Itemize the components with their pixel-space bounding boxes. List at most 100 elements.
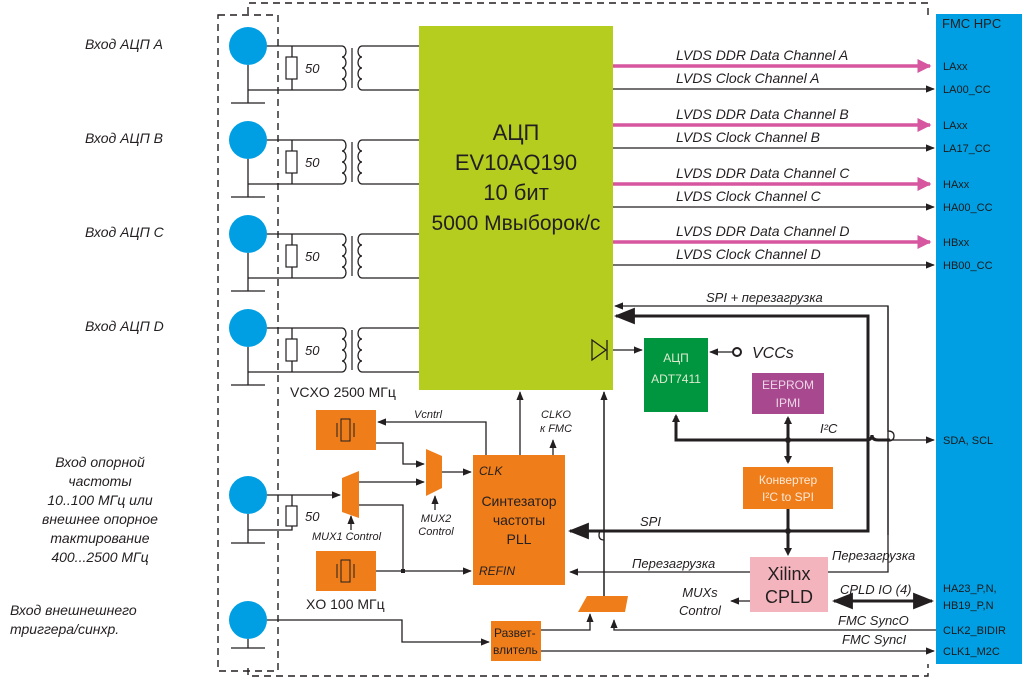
ref-input-connector bbox=[229, 476, 267, 514]
vcxo-to-mux2 bbox=[376, 442, 425, 468]
transformer-secondary-icon bbox=[357, 45, 363, 91]
connector-panel-outline bbox=[217, 14, 279, 672]
eeprom-title: EEPROM bbox=[762, 378, 814, 392]
pll-title: Синтезатор bbox=[481, 493, 556, 509]
pin-ha23: HA23_P,N, bbox=[943, 583, 997, 595]
vccs-label: VCCs bbox=[752, 345, 794, 362]
adc-title: АЦП bbox=[493, 120, 540, 145]
ref-label-line: частоты bbox=[68, 473, 132, 489]
trigger-label-1: Вход внешнешнего bbox=[10, 602, 137, 618]
adt7411-title: АЦП bbox=[663, 351, 689, 365]
lvds-data_b: LVDS DDR Data Channel B LAxx bbox=[613, 106, 968, 132]
channel-label: LVDS DDR Data Channel D bbox=[676, 223, 850, 239]
eeprom-subtitle: IPMI bbox=[776, 396, 801, 410]
fmc-pin-label: HB00_CC bbox=[943, 260, 993, 272]
trigger-label-2: триггера/синхр. bbox=[10, 621, 119, 637]
lvds-data_a: LVDS DDR Data Channel A LAxx bbox=[613, 47, 968, 73]
fmc-synci-label: FMC SyncI bbox=[842, 632, 907, 647]
input-connector bbox=[229, 27, 267, 65]
i2c-label: I²C bbox=[820, 421, 838, 436]
vcntrl-line bbox=[377, 418, 487, 455]
fmc-pin-label: HBxx bbox=[943, 237, 970, 249]
resistor-icon bbox=[285, 150, 298, 174]
vcxo-block bbox=[316, 410, 376, 450]
muxs-label: MUXs bbox=[682, 585, 718, 600]
reload-right-label: Перезагрузка bbox=[832, 548, 915, 563]
trigger-to-splitter bbox=[267, 619, 490, 646]
channel-label: LVDS Clock Channel D bbox=[676, 246, 821, 262]
channel-label: LVDS DDR Data Channel B bbox=[676, 106, 849, 122]
resistor-icon bbox=[285, 244, 298, 268]
vccs-terminal-icon bbox=[732, 347, 742, 357]
pin-clk2-bidir: CLK2_BIDIR bbox=[943, 625, 1006, 637]
resistor-icon bbox=[285, 505, 298, 527]
i2c-bus-hop bbox=[865, 434, 890, 442]
spi-reload-label: SPI + перезагрузка bbox=[706, 290, 823, 305]
adc-input-c: 50 bbox=[229, 215, 419, 292]
muxs-control-label: Control bbox=[679, 603, 722, 618]
lvds-clk_b: LVDS Clock Channel B LA17_CC bbox=[613, 129, 991, 155]
lvds-data_d: LVDS DDR Data Channel D HBxx bbox=[613, 223, 970, 249]
channel-label: LVDS Clock Channel C bbox=[676, 188, 822, 204]
fmc-pin-label: LA17_CC bbox=[943, 143, 991, 155]
resistor-icon bbox=[285, 338, 298, 362]
mux1-to-refin bbox=[359, 504, 404, 571]
fmc-pin-label: LA00_CC bbox=[943, 84, 991, 96]
sync-mux bbox=[578, 596, 628, 612]
reload-from-fmc bbox=[828, 306, 895, 573]
resistor-value: 50 bbox=[305, 509, 320, 524]
pll-subtitle: частоты bbox=[493, 512, 545, 528]
converter-title: Конвертер bbox=[759, 473, 818, 487]
channel-label: LVDS DDR Data Channel A bbox=[676, 47, 848, 63]
mux2-control-label: Control bbox=[418, 526, 454, 538]
pin-clk1-m2c: CLK1_M2C bbox=[943, 646, 1000, 658]
ref-label-line: внешнее опорное bbox=[42, 511, 158, 527]
adc-bits: 10 бит bbox=[483, 180, 549, 205]
adc-ev10aq190-block bbox=[419, 26, 613, 390]
ref-label-line: Вход опорной bbox=[55, 454, 145, 470]
resistor-value: 50 bbox=[305, 249, 320, 264]
transformer-secondary-icon bbox=[357, 327, 363, 373]
ref-label-line: 10..100 МГц или bbox=[47, 492, 152, 508]
input-d-label: Вход АЦП D bbox=[85, 318, 164, 334]
sync-mux-to-adc bbox=[598, 392, 605, 596]
resistor-icon bbox=[285, 56, 298, 80]
adc-model: EV10AQ190 bbox=[455, 150, 577, 175]
transformer-primary-icon bbox=[341, 139, 347, 185]
pll-clk-label: CLK bbox=[479, 464, 503, 478]
eeprom-ipmi-block bbox=[752, 373, 824, 414]
mux1-control-label: MUX1 Control bbox=[312, 531, 382, 543]
input-connector bbox=[229, 121, 267, 159]
channel-label: LVDS Clock Channel B bbox=[676, 129, 820, 145]
diode-icon bbox=[591, 338, 608, 362]
pll-synthesizer-block bbox=[473, 455, 565, 585]
splitter-line1: Развет- bbox=[494, 626, 536, 640]
board-outline bbox=[247, 2, 929, 16]
transformer-primary-icon bbox=[341, 45, 347, 91]
clko-label: CLKO bbox=[541, 409, 571, 421]
converter-subtitle: I²C to SPI bbox=[762, 490, 814, 504]
fmc-pin-label: LAxx bbox=[943, 120, 968, 132]
resistor-value: 50 bbox=[305, 61, 320, 76]
adc-input-d: 50 bbox=[229, 309, 419, 386]
fmc-pin-label: LAxx bbox=[943, 61, 968, 73]
resistor-value: 50 bbox=[305, 155, 320, 170]
fmc-pin-label: HAxx bbox=[943, 179, 970, 191]
xo-label: XO 100 МГц bbox=[306, 596, 385, 612]
splitter-line2: влитель bbox=[493, 643, 538, 657]
clko-to-fmc-label: к FMC bbox=[540, 423, 572, 435]
crystal-icon bbox=[336, 559, 355, 583]
transformer-secondary-icon bbox=[357, 233, 363, 279]
fmc-synco-line bbox=[610, 619, 936, 631]
ref-label-line: тактирование bbox=[50, 530, 149, 546]
cpld-io-label: CPLD IO (4) bbox=[840, 582, 912, 597]
cpld-subtitle: CPLD bbox=[765, 587, 813, 607]
transformer-secondary-icon bbox=[357, 139, 363, 185]
lvds-clk_d: LVDS Clock Channel D HB00_CC bbox=[613, 246, 993, 272]
input-connector bbox=[229, 309, 267, 347]
crystal-icon bbox=[336, 418, 355, 442]
splitter-to-mux bbox=[541, 613, 594, 631]
